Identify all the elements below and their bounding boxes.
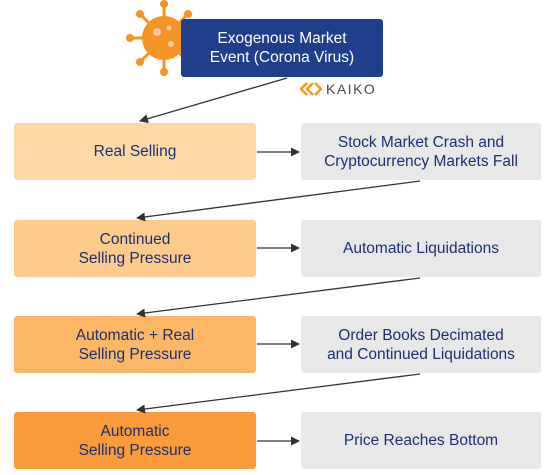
arrow-effect-3-to-cause-4 <box>136 373 421 414</box>
cause-2-line2: Selling Pressure <box>78 249 192 267</box>
cause-box-3: Automatic + Real Selling Pressure <box>14 316 256 373</box>
cause-2-line1: Continued <box>99 230 171 248</box>
cause-box-4: Automatic Selling Pressure <box>14 412 256 469</box>
cause-box-1: Real Selling <box>14 123 256 180</box>
arrow-effect-2-to-cause-3 <box>136 277 421 318</box>
cause-4-line1: Automatic <box>100 422 170 440</box>
effect-2-line1: Automatic Liquidations <box>343 240 499 257</box>
effect-3-line1: Order Books Decimated <box>338 326 504 344</box>
kaiko-logo: KAIKO <box>300 80 376 98</box>
effect-box-3: Order Books Decimated and Continued Liqu… <box>301 316 541 373</box>
effect-3-line2: and Continued Liquidations <box>327 345 515 363</box>
kaiko-wordmark: KAIKO <box>326 81 377 97</box>
effect-4-line1: Price Reaches Bottom <box>343 432 499 449</box>
arrow-effect-1-to-cause-2 <box>136 180 421 222</box>
cause-3-line2: Selling Pressure <box>78 345 192 363</box>
top-event-line2: Event (Corona Virus) <box>209 49 355 66</box>
top-event-box: Exogenous Market Event (Corona Virus) <box>181 19 383 77</box>
cause-3-line1: Automatic + Real <box>75 326 195 344</box>
cause-box-2: Continued Selling Pressure <box>14 220 256 277</box>
cause-1-line1: Real Selling <box>93 143 177 160</box>
effect-box-2: Automatic Liquidations <box>301 220 541 277</box>
arrow-top-to-cause-1 <box>139 77 288 124</box>
effect-box-1: Stock Market Crash and Cryptocurrency Ma… <box>301 123 541 180</box>
effect-1-line2: Cryptocurrency Markets Fall <box>324 152 518 170</box>
effect-box-4: Price Reaches Bottom <box>301 412 541 469</box>
top-event-line1: Exogenous Market <box>217 30 347 47</box>
cause-4-line2: Selling Pressure <box>78 441 192 459</box>
effect-1-line1: Stock Market Crash and <box>337 133 505 151</box>
kaiko-mark-icon <box>300 82 322 96</box>
